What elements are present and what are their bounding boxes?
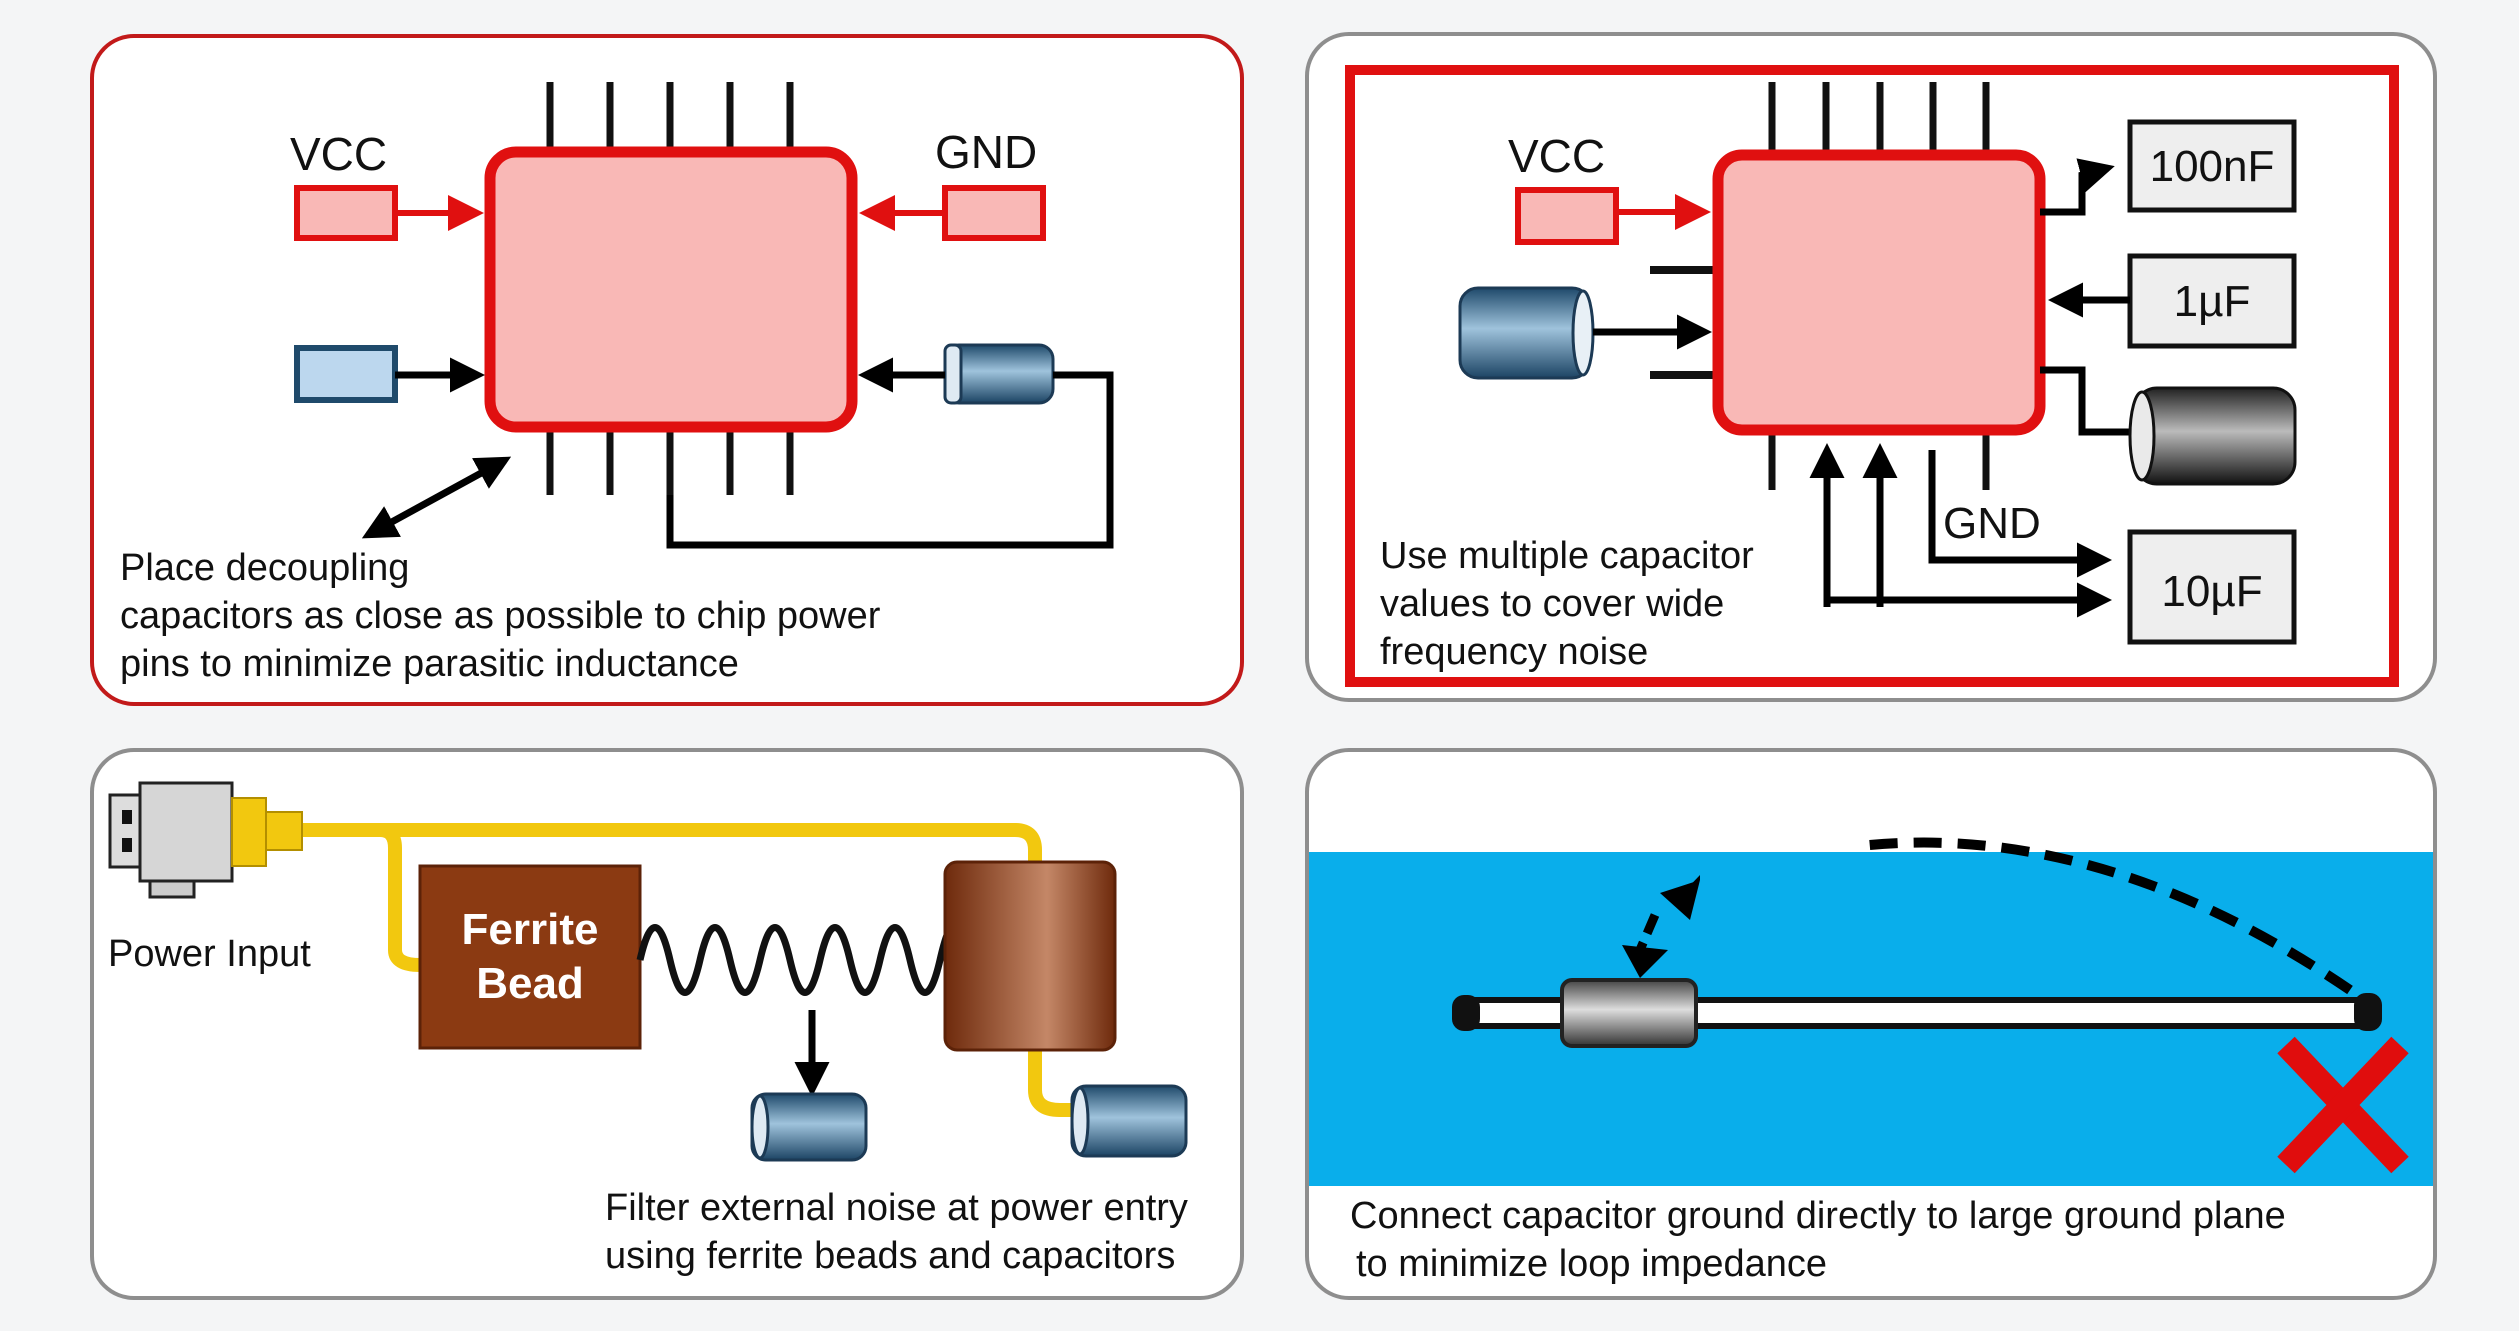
caption-line: Place decoupling — [120, 547, 409, 589]
wrong-cross-icon — [2277, 1036, 2409, 1174]
gnd-label: GND — [1943, 499, 2041, 548]
capacitor-value: 100nF — [2150, 142, 2275, 191]
caption-line: Connect capacitor ground directly to lar… — [1350, 1195, 2286, 1237]
vcc-pad — [1515, 187, 1619, 245]
chip-pins-top — [546, 82, 794, 155]
input-pad — [294, 345, 398, 403]
caption-line: values to cover wide — [1380, 583, 1724, 625]
power-input-label: Power Input — [108, 933, 311, 975]
gnd-arrow — [1928, 450, 2112, 578]
capacitor-box-100nf — [2127, 119, 2297, 213]
ferrite-bead: Ferrite Bead — [418, 864, 642, 1050]
capacitor-icon — [1458, 286, 1595, 380]
loop-path-dashed — [1635, 913, 1660, 952]
vcc-label: VCC — [1508, 130, 1605, 182]
vcc-pad — [294, 185, 398, 241]
chip-pins-left — [1650, 266, 1722, 379]
ferrite-bead-label: Ferrite — [462, 905, 599, 954]
caption-line: Filter external noise at power entry — [605, 1187, 1188, 1229]
capacitor-value: 1µF — [2174, 277, 2251, 326]
caption-line: capacitors as close as possible to chip … — [120, 595, 881, 637]
panel-ferrite-filter: Power Input Ferrite Bead Filter external… — [90, 748, 1244, 1300]
ic-chip — [1712, 149, 2046, 436]
power-cable — [300, 823, 1042, 870]
capacitor-icon — [1070, 1084, 1188, 1158]
gnd-label: GND — [935, 126, 1037, 178]
proximity-arrow — [361, 456, 512, 539]
capacitor-box-10uf — [2127, 529, 2297, 645]
filter-inductor-cylinder — [943, 860, 1117, 1052]
highlight-frame — [1345, 65, 2399, 687]
chip-pins-bottom — [546, 425, 794, 495]
arrowhead — [1622, 945, 1668, 978]
chip-pins-bottom — [1768, 430, 1990, 490]
arrowhead — [1660, 880, 1700, 920]
capacitor-icon — [943, 343, 1055, 405]
caption-line: to minimize loop impedance — [1356, 1243, 1827, 1285]
capacitor-icon — [750, 1092, 868, 1162]
cap-return-trace — [666, 371, 1114, 549]
panel-multiple-values: VCC 100nF 1µF GND 10µF Use multiple — [1305, 32, 2437, 702]
inductor-coil — [636, 923, 964, 996]
caption-line: frequency noise — [1380, 631, 1648, 673]
capacitor-box-1uf — [2127, 253, 2297, 349]
capacitor-value: 10µF — [2161, 567, 2262, 616]
trace-electrolytic — [2040, 366, 2140, 436]
panel-placement: VCC GND Place decoupling capacitors as c… — [90, 34, 1244, 706]
ferrite-bead-label: Bead — [476, 959, 584, 1008]
panel-ground-plane: Connect capacitor ground directly to lar… — [1305, 748, 2437, 1300]
caption-line: Use multiple capacitor — [1380, 535, 1754, 577]
ic-chip — [484, 146, 858, 433]
loop-path-dashed — [1859, 837, 2353, 995]
electrolytic-capacitor-icon — [2128, 386, 2297, 486]
chip-pins-top — [1768, 82, 1990, 155]
usb-plug-icon — [108, 781, 303, 899]
caption-line: using ferrite beads and capacitors — [605, 1235, 1175, 1277]
trace-100nf — [2040, 158, 2115, 216]
power-cable — [1028, 1000, 1080, 1117]
vcc-label: VCC — [290, 128, 387, 180]
gnd-pad — [942, 185, 1046, 241]
caption-line: pins to minimize parasitic inductance — [120, 643, 739, 685]
capacitor-icon — [1560, 978, 1698, 1048]
